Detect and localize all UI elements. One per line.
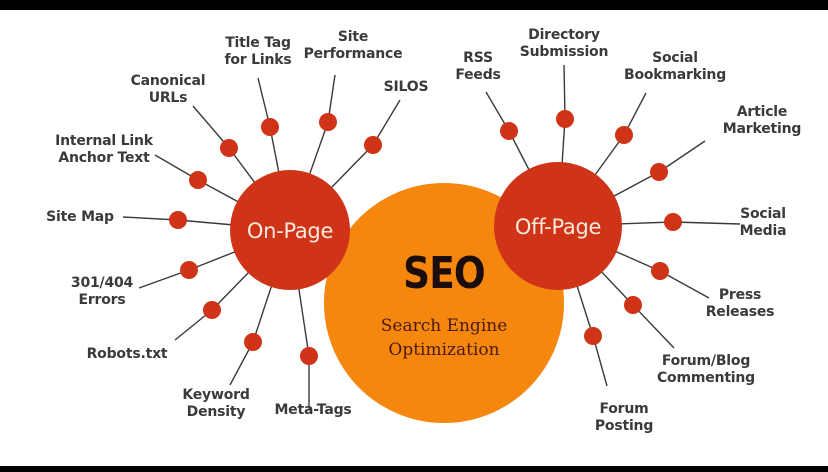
- off-page-node-dots: [500, 110, 682, 345]
- label-title-tag-for-links: Title Tag for Links: [208, 35, 308, 69]
- label-article-marketing: Article Marketing: [712, 104, 812, 138]
- node-dot-canonical-urls: [220, 139, 238, 157]
- label-meta-tags: Meta-Tags: [268, 402, 358, 419]
- seo-subtitle-line-2: Optimization: [388, 340, 500, 360]
- label-line-1: Canonical: [130, 73, 206, 89]
- label-line-2: Posting: [594, 418, 654, 434]
- label-social-bookmarking: Social Bookmarking: [620, 50, 730, 84]
- label-line-1: Internal Link: [55, 133, 153, 149]
- node-dot-social-bookmarking: [615, 126, 633, 144]
- on-page-label: On-Page: [246, 219, 334, 243]
- node-dot-internal-link: [189, 171, 207, 189]
- label-line-2: Commenting: [656, 370, 755, 386]
- label-line-2: Anchor Text: [58, 150, 150, 166]
- node-dot-robots: [203, 301, 221, 319]
- label-keyword-density: Keyword Density: [176, 387, 256, 421]
- label-line-1: Robots.txt: [86, 346, 168, 362]
- label-press-releases: Press Releases: [700, 287, 780, 321]
- label-line-2: Performance: [303, 46, 403, 62]
- label-line-1: Site Map: [46, 209, 114, 225]
- node-dot-site-map: [169, 211, 187, 229]
- label-line-1: Keyword: [182, 387, 250, 403]
- label-line-1: Social: [740, 206, 786, 222]
- label-internal-link-anchor-text: Internal Link Anchor Text: [44, 133, 164, 167]
- label-line-1: Meta-Tags: [274, 402, 352, 418]
- node-dot-meta-tags: [300, 347, 318, 365]
- label-line-1: 301/404: [70, 275, 134, 291]
- label-line-2: Errors: [78, 292, 126, 308]
- node-dot-rss-feeds: [500, 122, 518, 140]
- node-dot-press-releases: [651, 262, 669, 280]
- label-line-1: Social: [652, 50, 698, 66]
- bottom-letterbox-bar: [0, 466, 828, 472]
- label-silos: SILOS: [376, 79, 436, 96]
- off-page-label: Off-Page: [514, 215, 602, 239]
- node-dot-title-tag: [261, 118, 279, 136]
- on-page-circle: [230, 170, 350, 290]
- label-directory-submission: Directory Submission: [514, 27, 614, 61]
- label-forum-blog-commenting: Forum/Blog Commenting: [646, 353, 766, 387]
- label-line-2: Density: [186, 404, 246, 420]
- label-site-map: Site Map: [40, 209, 120, 226]
- label-line-1: Directory: [528, 27, 600, 43]
- on-page-node-dots: [169, 113, 382, 365]
- node-dot-301-404: [180, 261, 198, 279]
- label-line-1: SILOS: [383, 79, 429, 95]
- label-301-404-errors: 301/404 Errors: [62, 275, 142, 309]
- label-line-2: Bookmarking: [623, 67, 727, 83]
- label-canonical-urls: Canonical URLs: [118, 73, 218, 107]
- label-line-1: Forum: [599, 401, 649, 417]
- off-page-circle: [494, 162, 622, 290]
- node-dot-silos: [364, 136, 382, 154]
- node-dot-forum-posting: [584, 327, 602, 345]
- node-dot-forum-blog: [624, 296, 642, 314]
- label-site-performance: Site Performance: [298, 29, 408, 63]
- node-dot-keyword-density: [244, 333, 262, 351]
- label-line-1: Press: [718, 287, 762, 303]
- top-letterbox-bar: [0, 0, 828, 10]
- seo-subtitle: Search Engine Optimization: [354, 314, 534, 362]
- label-line-2: Submission: [519, 44, 609, 60]
- seo-subtitle-line-1: Search Engine: [380, 316, 508, 336]
- node-dot-social-media: [664, 213, 682, 231]
- label-line-1: RSS: [463, 50, 493, 66]
- label-line-2: Releases: [705, 304, 775, 320]
- label-line-1: Forum/Blog: [661, 353, 751, 369]
- node-dot-article-marketing: [650, 163, 668, 181]
- label-line-1: Title Tag: [225, 35, 291, 51]
- label-line-2: URLs: [148, 90, 188, 106]
- label-line-2: Feeds: [455, 67, 501, 83]
- label-line-2: for Links: [224, 52, 292, 68]
- label-line-1: Site: [337, 29, 369, 45]
- seo-title: SEO: [403, 248, 486, 299]
- label-line-1: Article: [736, 104, 788, 120]
- label-forum-posting: Forum Posting: [584, 401, 664, 435]
- node-dot-directory-submission: [556, 110, 574, 128]
- label-social-media: Social Media: [728, 206, 798, 240]
- node-dot-site-performance: [319, 113, 337, 131]
- label-rss-feeds: RSS Feeds: [448, 50, 508, 84]
- label-line-2: Media: [739, 223, 787, 239]
- label-line-2: Marketing: [722, 121, 802, 137]
- label-robots-txt: Robots.txt: [82, 346, 172, 363]
